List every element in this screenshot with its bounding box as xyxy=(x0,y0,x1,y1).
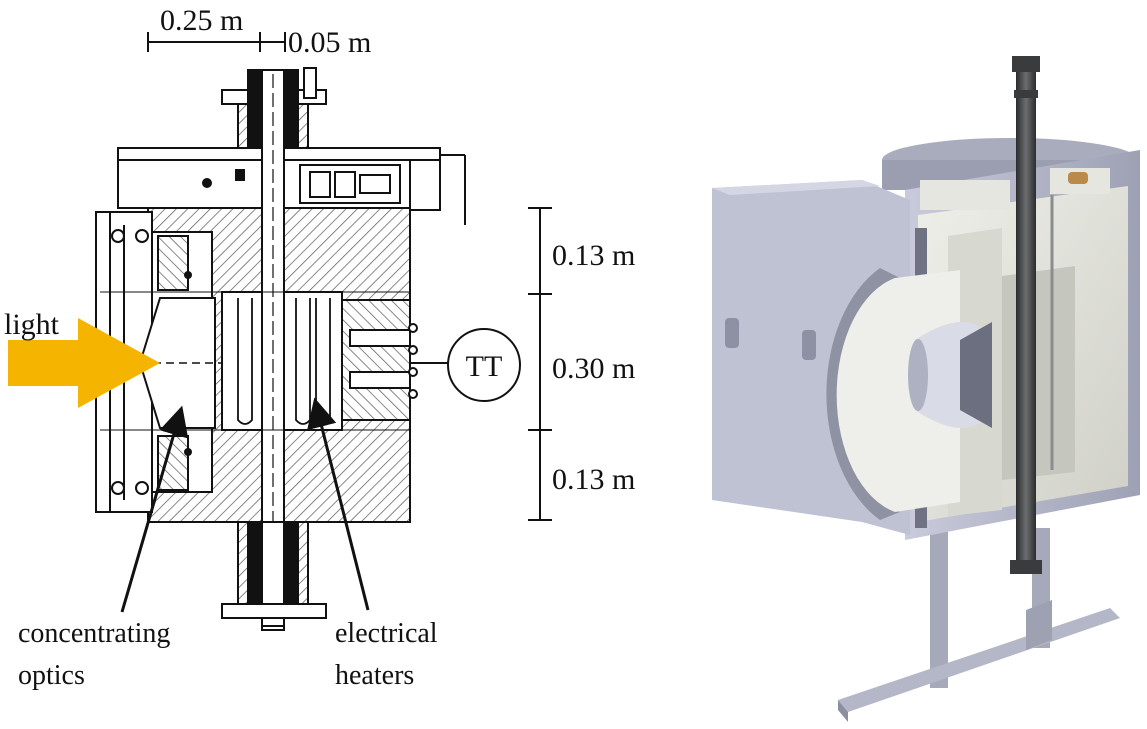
door-ring xyxy=(826,268,900,520)
cutaway-3d-model xyxy=(712,56,1140,722)
bottom-flange xyxy=(221,603,327,619)
optics-label-line2: optics xyxy=(18,660,85,691)
sensor-label: TT xyxy=(466,350,503,383)
dim-right-top-label: 0.13 m xyxy=(552,239,635,272)
heaters-pointer xyxy=(307,397,370,611)
optics-label-line1: concentrating xyxy=(18,618,170,649)
dim-top-right-label: 0.05 m xyxy=(288,26,371,59)
bolt xyxy=(303,67,317,99)
top-dimension-line xyxy=(147,32,286,52)
light-arrow xyxy=(8,318,160,408)
temperature-transmitter xyxy=(447,328,521,402)
vertical-pipe xyxy=(1016,60,1036,570)
heaters-label-line1: electrical xyxy=(335,618,438,649)
dim-top-left-label: 0.25 m xyxy=(160,4,243,37)
right-dimension-line xyxy=(528,207,552,521)
optics-pointer xyxy=(120,405,189,613)
cross-section-drawing xyxy=(95,32,466,631)
heaters-label-line2: heaters xyxy=(335,660,414,691)
dim-right-middle-label: 0.30 m xyxy=(552,352,635,385)
dim-right-bottom-label: 0.13 m xyxy=(552,463,635,496)
support-stand xyxy=(838,528,1120,722)
light-label: light xyxy=(4,308,60,341)
